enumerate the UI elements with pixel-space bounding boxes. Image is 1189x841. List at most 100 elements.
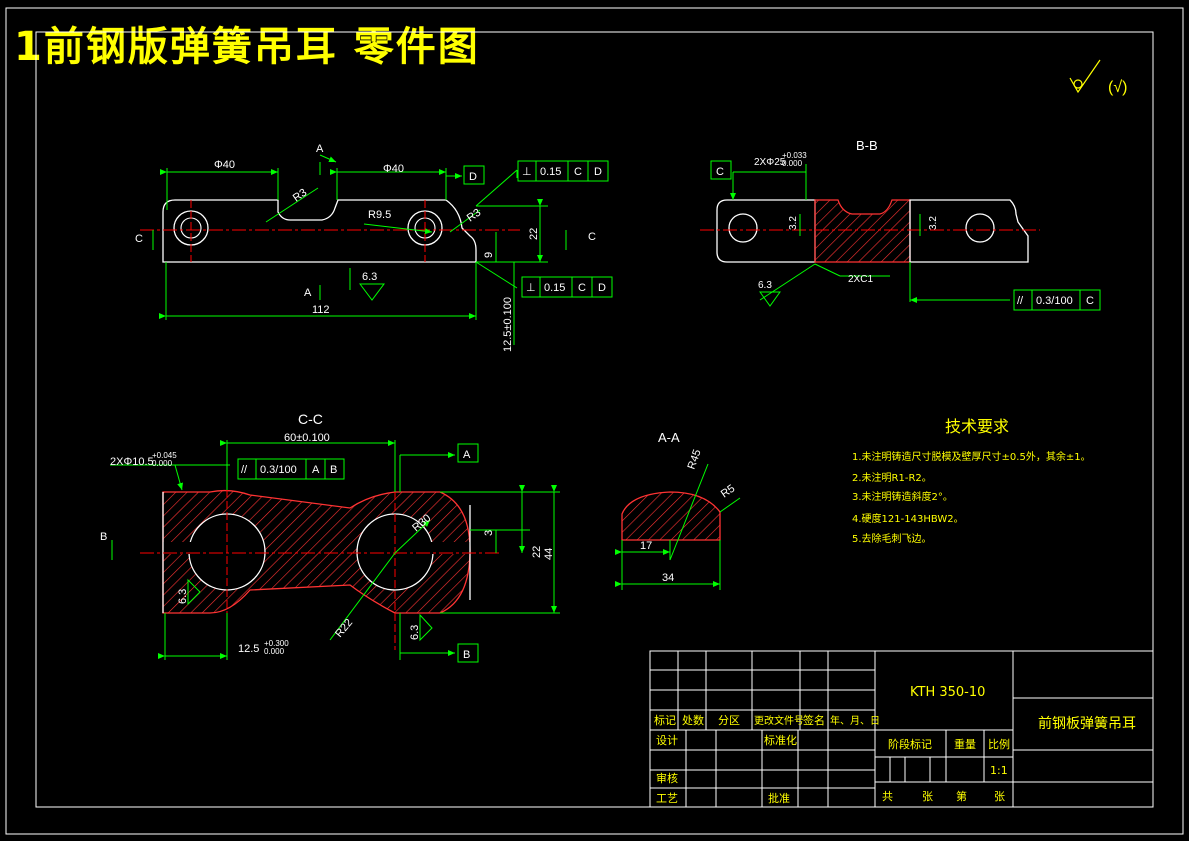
- cc-datum-b: B: [463, 649, 470, 661]
- top-rough: 6.3: [362, 271, 377, 283]
- top-sect-a-top: A: [316, 143, 324, 155]
- tb-sheet-label: 张: [922, 790, 933, 803]
- aa-label: A-A: [658, 430, 680, 445]
- tb-weight: 重量: [954, 737, 976, 751]
- aa-dim-r1: R45: [686, 448, 704, 471]
- cc-tol-d2: B: [330, 464, 337, 476]
- tb-scale-value: 1:1: [990, 764, 1008, 777]
- top-sect-c-right: C: [588, 231, 596, 243]
- tol1-val: 0.15: [540, 166, 561, 178]
- tol2-d2: D: [598, 282, 606, 294]
- bb-datum-c: C: [716, 166, 724, 178]
- tol1-d2: D: [594, 166, 602, 178]
- cc-view: C-C: [100, 411, 560, 663]
- tb-header-cell: 分区: [718, 714, 740, 727]
- top-view: Φ40 Φ40 R3 R9.5 R3 112 22 9 12.5±0.100 6…: [135, 143, 613, 352]
- cc-rough1: 6.3: [177, 589, 189, 604]
- roughness-label: (√): [1108, 79, 1127, 96]
- cc-tol-d1: A: [312, 464, 320, 476]
- tol2-val: 0.15: [544, 282, 565, 294]
- tb-header-cell: 签名: [803, 713, 825, 727]
- tb-sheet-label: 第: [956, 789, 967, 803]
- bb-label: B-B: [856, 138, 878, 153]
- tb-header-cell: 标记: [654, 713, 676, 727]
- bb-dim-hole: 2XΦ25: [754, 157, 786, 168]
- tb-material: KTH 350-10: [910, 685, 985, 700]
- top-dim-d1: Φ40: [214, 159, 235, 171]
- bb-tol-sym: //: [1017, 295, 1024, 307]
- tol1-sym: ⊥: [522, 166, 532, 178]
- aa-dim-w1: 17: [640, 540, 652, 552]
- cc-dim-bot: 12.5: [238, 643, 259, 655]
- aa-dim-r2: R5: [719, 483, 737, 501]
- cc-dim-bot-lo: 0.000: [264, 647, 285, 656]
- top-dim-vert: 12.5±0.100: [502, 297, 514, 352]
- requirement-item: 4.硬度121-143HBW2。: [852, 512, 964, 525]
- technical-requirements: 技术要求 1.未注明铸造尺寸脱模及壁厚尺寸±0.5外，其余±1。 2.未注明R1…: [852, 417, 1091, 545]
- top-dim-h2: 9: [483, 252, 495, 258]
- top-dim-length: 112: [312, 304, 330, 316]
- tb-sheet-label: 张: [994, 790, 1005, 803]
- cc-tol-sym: //: [241, 464, 248, 476]
- outer-border: [5, 7, 1184, 835]
- cc-label: C-C: [298, 411, 323, 427]
- tb-part-name: 前钢板弹簧吊耳: [1038, 715, 1136, 732]
- requirements-heading: 技术要求: [945, 417, 1009, 436]
- aa-dim-w2: 34: [662, 572, 674, 584]
- cc-sect-b: B: [100, 531, 107, 543]
- top-datum-d: D: [469, 171, 477, 183]
- bb-dim-r2: 3.2: [928, 216, 939, 230]
- tb-scale: 比例: [988, 737, 1010, 751]
- tb-row-label: 标准化: [764, 733, 797, 747]
- aa-view: A-A R45 R5 17 34: [615, 430, 741, 590]
- cc-dim-tol-up: +0.045: [152, 451, 177, 460]
- bb-tol-d1: C: [1086, 295, 1094, 307]
- cc-dim-r2: R22: [333, 617, 355, 640]
- cc-dim-hole: 2XΦ10.5: [110, 456, 154, 468]
- top-dim-r3: R3: [465, 207, 483, 225]
- bb-dim-tol-up: +0.033: [782, 151, 807, 160]
- aa-section-hatch: [621, 491, 721, 541]
- top-dim-h1: 22: [528, 228, 540, 240]
- cc-datum-a: A: [463, 449, 471, 461]
- bb-tol-val: 0.3/100: [1036, 295, 1073, 307]
- top-view-outline: [162, 199, 477, 263]
- title-block: [649, 650, 1154, 808]
- roughness-symbol: (√): [1069, 59, 1127, 96]
- cc-dim-bot-up: +0.300: [264, 639, 289, 648]
- bb-dim-tol-lo: 0.000: [782, 159, 803, 168]
- cc-dim-tol-lo: 0.000: [152, 459, 173, 468]
- cc-dim-h2: 3: [483, 530, 495, 536]
- tb-header-cell: 更改文件号: [754, 714, 804, 727]
- cc-dim-h3: 44: [543, 548, 555, 560]
- cc-tol-val: 0.3/100: [260, 464, 297, 476]
- tol2-sym: ⊥: [526, 282, 536, 294]
- requirement-item: 3.未注明铸造斜度2°。: [852, 490, 953, 503]
- cc-rough2: 6.3: [409, 625, 421, 640]
- tol1-d1: C: [574, 166, 582, 178]
- tb-header-cell: 年、月、日: [830, 714, 880, 727]
- top-dim-d2: Φ40: [383, 163, 404, 175]
- top-sect-c-left: C: [135, 233, 143, 245]
- top-dim-r1: R3: [291, 187, 309, 205]
- tb-sheet-label: 共: [882, 790, 893, 803]
- top-dim-r2: R9.5: [368, 209, 391, 221]
- tb-row-label: 工艺: [656, 792, 678, 805]
- bb-section-hatch: [814, 199, 911, 263]
- top-sect-a-bottom: A: [304, 287, 312, 299]
- requirement-item: 2.未注明R1-R2。: [852, 471, 932, 484]
- tb-row-label: 批准: [768, 791, 790, 805]
- requirement-item: 5.去除毛刺飞边。: [852, 532, 932, 545]
- bb-chamfer: 2XC1: [848, 274, 873, 285]
- bb-rough: 6.3: [758, 280, 772, 291]
- tb-row-label: 设计: [656, 734, 678, 747]
- requirement-item: 1.未注明铸造尺寸脱模及壁厚尺寸±0.5外，其余±1。: [852, 450, 1091, 463]
- bb-view: B-B C 2XΦ25: [700, 138, 1101, 311]
- cc-dim-top: 60±0.100: [284, 432, 330, 444]
- bb-dim-r1: 3.2: [788, 216, 799, 230]
- cc-dim-h1: 22: [531, 546, 543, 558]
- tb-header-cell: 处数: [682, 714, 704, 727]
- tol2-d1: C: [578, 282, 586, 294]
